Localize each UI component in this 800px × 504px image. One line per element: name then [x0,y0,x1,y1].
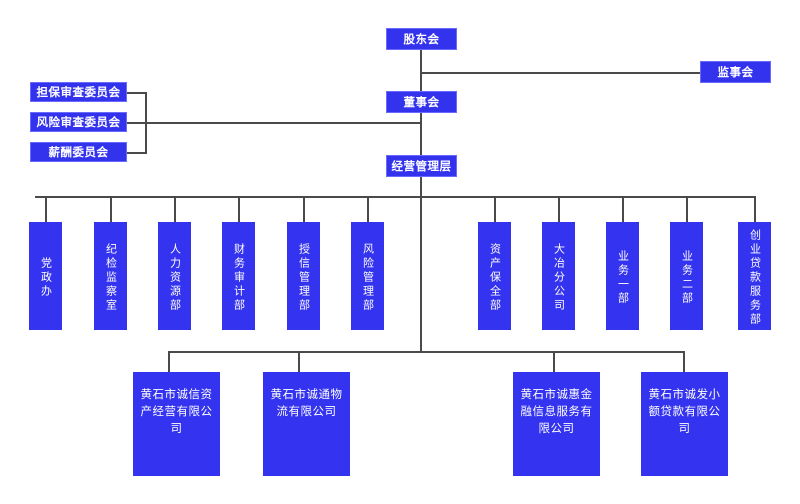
connector-dept-drop-8 [558,196,560,222]
connector-sub-drop-1 [168,351,170,372]
node-subsidiary-3[interactable]: 黄石市诚惠金融信息服务有限公司 [513,372,600,476]
node-guarantee-review-committee[interactable]: 担保审查委员会 [30,82,127,102]
connector-dept-drop-9 [622,196,624,222]
connector-sub-drop-4 [683,351,685,372]
node-department-9[interactable]: 业务一部 [606,222,639,330]
connector-dept-drop-7 [494,196,496,222]
node-department-5[interactable]: 授信管理部 [287,222,320,330]
node-management-layer[interactable]: 经营管理层 [386,155,457,177]
connector-department-bus [35,196,756,198]
node-subsidiary-4[interactable]: 黄石市诚发小额贷款有限公司 [641,372,728,476]
node-shareholders-meeting[interactable]: 股东会 [386,28,457,50]
connector-compensation-committee [127,152,146,154]
connector-dept-drop-10 [686,196,688,222]
node-department-11[interactable]: 创业贷款服务部 [738,222,771,330]
node-supervisory-board[interactable]: 监事会 [700,61,771,83]
node-subsidiary-2[interactable]: 黄石市诚通物流有限公司 [263,372,350,476]
connector-risk-committee [127,122,421,124]
node-department-4[interactable]: 财务审计部 [222,222,255,330]
connector-to-supervisory-board [420,72,701,74]
connector-dept-drop-3 [174,196,176,222]
node-risk-review-committee[interactable]: 风险审查委员会 [30,112,127,132]
connector-dept-drop-5 [303,196,305,222]
connector-committee-riser [145,92,147,154]
connector-spine-dept-to-sub-bus [420,197,422,352]
node-department-6[interactable]: 风险管理部 [351,222,384,330]
connector-spine-management-to-dept-bus [420,177,422,197]
connector-sub-drop-2 [298,351,300,372]
node-subsidiary-1[interactable]: 黄石市诚信资产经营有限公司 [133,372,220,476]
node-department-2[interactable]: 纪检监察室 [94,222,127,330]
node-department-1[interactable]: 党政办 [29,222,62,330]
connector-spine-shareholders-to-board [420,50,422,91]
node-department-8[interactable]: 大冶分公司 [542,222,575,330]
connector-guarantee-committee [127,92,146,94]
node-department-3[interactable]: 人力资源部 [158,222,191,330]
node-department-10[interactable]: 业务二部 [670,222,703,330]
connector-spine-board-to-management [420,113,422,157]
connector-dept-drop-1 [45,196,47,222]
connector-dept-drop-4 [238,196,240,222]
node-department-7[interactable]: 资产保全部 [478,222,511,330]
connector-dept-drop-6 [367,196,369,222]
connector-subsidiary-bus [168,351,684,353]
node-compensation-committee[interactable]: 薪酬委员会 [30,142,127,162]
node-board-of-directors[interactable]: 董事会 [386,91,457,113]
connector-dept-drop-11 [754,196,756,222]
connector-sub-drop-3 [553,351,555,372]
connector-dept-drop-2 [110,196,112,222]
